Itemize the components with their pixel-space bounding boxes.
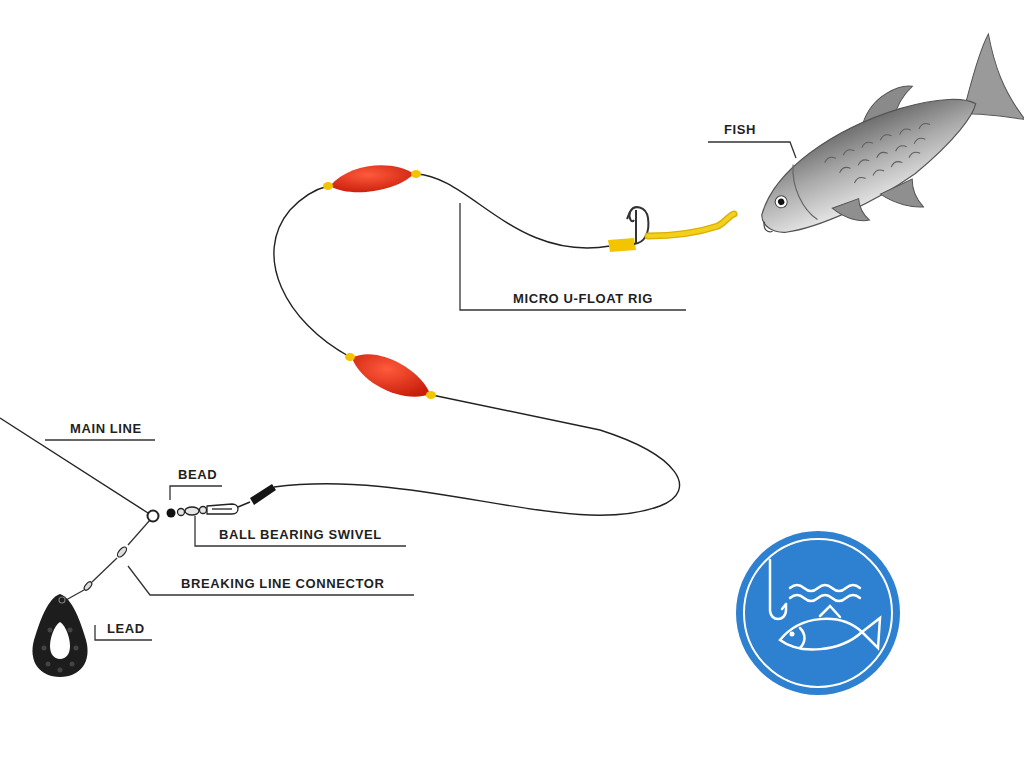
hair-rig: [648, 214, 734, 236]
leader-line: [45, 439, 155, 440]
rig-line: [274, 186, 350, 357]
bead: [167, 509, 176, 518]
rig-label: MICRO U-FLOAT RIG: [513, 291, 653, 307]
lead-weight: [32, 594, 87, 677]
breaking-line-connector: [66, 520, 150, 600]
leader-line: [708, 142, 796, 158]
hook: [608, 207, 648, 252]
leader-lines: [45, 142, 796, 640]
tube: [250, 484, 276, 505]
fishing-icon: [736, 531, 900, 695]
u-float: [345, 353, 436, 399]
connector: [238, 502, 250, 507]
ball-bearing-swivel: [178, 504, 239, 516]
leader-line: [460, 203, 686, 310]
rig-line: [274, 395, 680, 515]
main-line: [0, 418, 148, 513]
fish-label: FISH: [724, 122, 756, 138]
main-line-label: MAIN LINE: [70, 421, 142, 437]
u-float: [323, 165, 421, 192]
leader-line: [170, 486, 222, 500]
rig-line: [416, 174, 610, 248]
connector-label: BREAKING LINE CONNECTOR: [181, 576, 385, 592]
bead-label: BEAD: [178, 467, 217, 483]
swivel-label: BALL BEARING SWIVEL: [219, 527, 382, 543]
fish: [729, 33, 1024, 265]
leader-line: [195, 516, 406, 546]
lead-label: LEAD: [107, 621, 145, 637]
leader-line: [128, 566, 414, 595]
ring: [148, 511, 159, 522]
